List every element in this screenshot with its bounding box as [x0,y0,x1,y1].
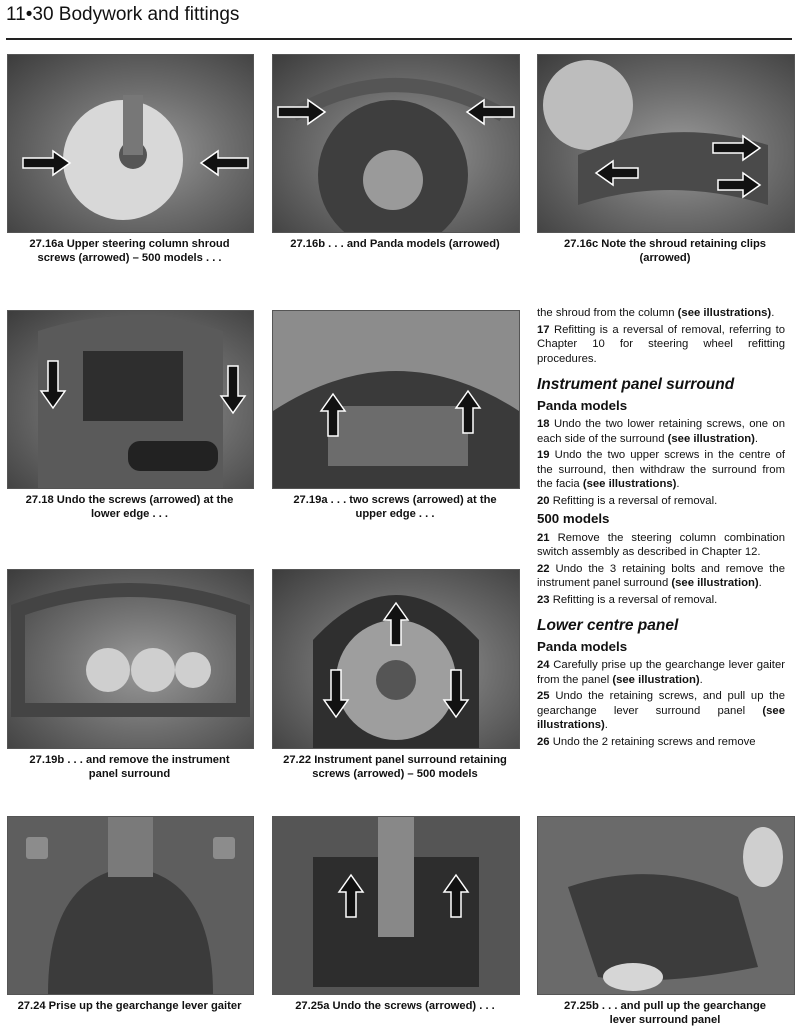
paragraph-19: 19 Undo the two upper screws in the cent… [537,449,785,490]
text-column: the shroud from the column (see illustra… [537,306,785,751]
page-header: 11•30 Bodywork and fittings [6,4,240,25]
heading-lower-centre-panel: Lower centre panel [537,617,679,634]
arrow-icon [337,873,365,918]
caption-27-25a: 27.25a Undo the screws (arrowed) . . . [295,1000,495,1012]
header-rule [6,38,792,40]
paragraph-21: 21 Remove the steering column combinatio… [537,531,785,559]
caption-27-16b: 27.16b . . . and Panda models (arrowed) [290,238,500,250]
arrow-icon [199,149,249,177]
arrow-icon [382,601,410,646]
arrow-icon [442,873,470,918]
arrow-icon [442,669,470,719]
subheading-panda-models: Panda models [537,397,628,413]
paragraph-22: 22 Undo the 3 retaining bolts and remove… [537,562,785,590]
caption-27-19a: 27.19a . . . two screws (arrowed) at the… [293,494,497,520]
arrow-icon [594,159,639,187]
caption-27-16c: 27.16c Note the shroud retaining clips(a… [563,238,767,264]
subheading-panda-models-2: Panda models [537,638,628,654]
photo-surround-retaining-screws [272,816,520,995]
photo-instrument-panel-surround-500 [272,569,520,749]
photo-shroud-retaining-clips [537,54,795,233]
paragraph-26: 26 Undo the 2 retaining screws and remov… [537,735,756,748]
photo-gearchange-lever-gaiter [7,816,254,995]
arrow-icon [319,392,347,437]
arrow-icon [39,360,67,410]
arrow-icon [717,171,762,199]
paragraph-20: 20 Refitting is a reversal of removal. [537,494,718,507]
arrow-icon [22,149,72,177]
paragraph-24: 24 Carefully prise up the gearchange lev… [537,659,785,686]
photo-upper-edge-screws [272,310,520,489]
paragraph-25: 25 Undo the retaining screws, and pull u… [537,690,785,731]
caption-27-24: 27.24 Prise up the gearchange lever gait… [17,1000,242,1012]
caption-27-22: 27.22 Instrument panel surround retainin… [283,754,507,780]
photo-steering-column-shroud-panda [272,54,520,233]
arrow-icon [322,669,350,719]
photo-remove-instrument-panel-surround [7,569,254,749]
photo-steering-column-shroud-500 [7,54,254,233]
photo-pull-up-surround-panel [537,816,795,995]
arrow-icon [712,134,762,162]
arrow-icon [277,98,327,126]
paragraph-17: 17 Refitting is a reversal of removal, r… [537,323,785,365]
arrow-icon [465,98,515,126]
arrow-icon [454,389,482,434]
subheading-500-models: 500 models [537,511,610,526]
arrow-icon [219,365,247,415]
photo-lower-edge-screws [7,310,254,489]
heading-instrument-panel-surround: Instrument panel surround [537,376,735,393]
paragraph-23: 23 Refitting is a reversal of removal. [537,593,718,606]
paragraph-18: 18 Undo the two lower retaining screws, … [537,418,785,445]
paragraph-cont: the shroud from the column (see illustra… [537,307,775,319]
